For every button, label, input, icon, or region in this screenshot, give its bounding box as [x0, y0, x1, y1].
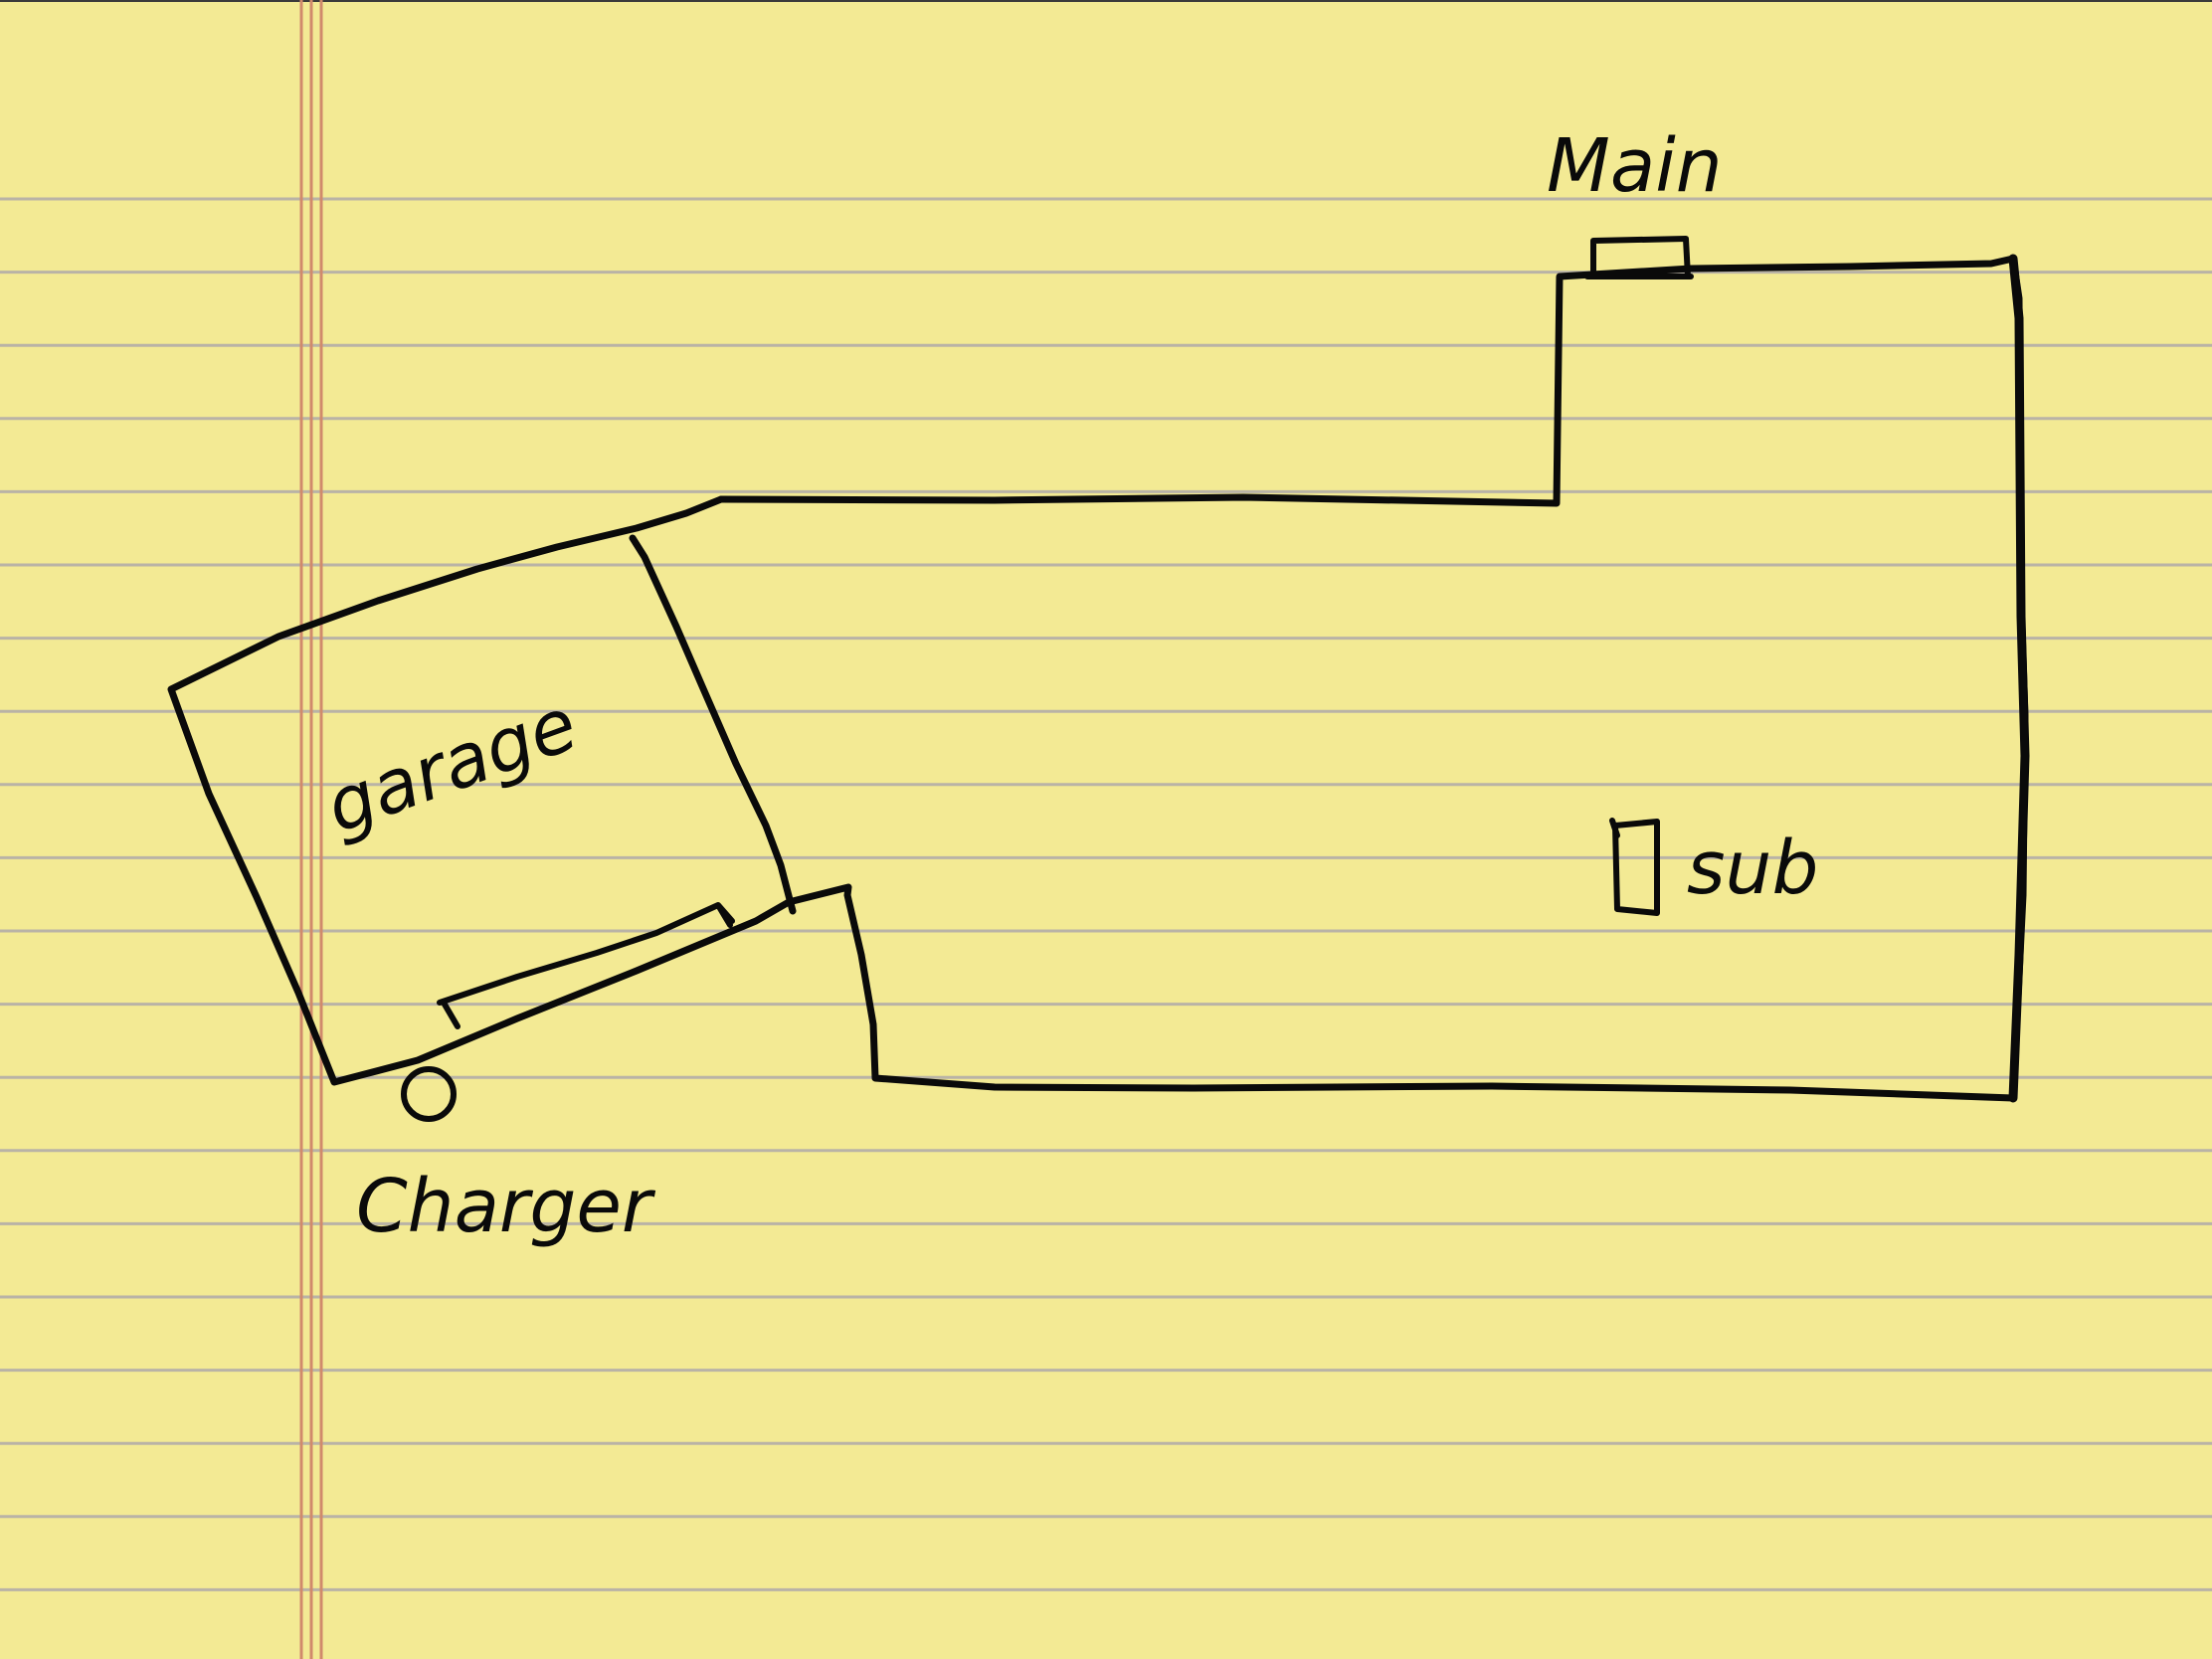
charger-icon	[401, 1066, 457, 1122]
ruled-lines	[0, 197, 2212, 1591]
garage-outline	[167, 495, 793, 1086]
main-label: Main	[1547, 123, 1723, 209]
margin-lines	[299, 0, 323, 1659]
garage-door	[437, 902, 735, 1029]
sub-label: sub	[1687, 826, 1818, 911]
sub-panel-icon	[1609, 818, 1660, 916]
house-right-wall	[2008, 254, 2030, 1103]
charger-label: Charger	[356, 1164, 656, 1249]
main-panel-icon	[1584, 236, 1694, 279]
garage-inner-wall	[629, 534, 797, 915]
